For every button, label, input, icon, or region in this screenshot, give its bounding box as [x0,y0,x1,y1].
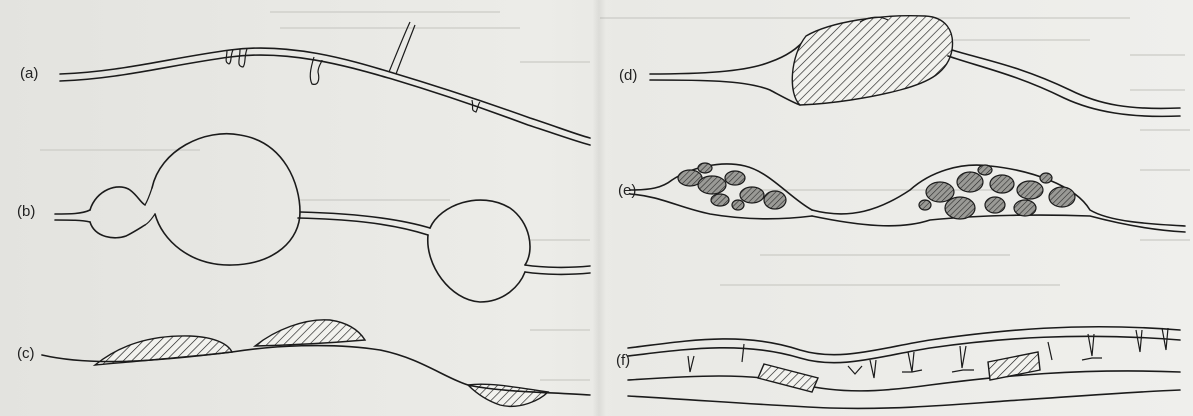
granule-cluster-right [919,165,1075,219]
panel-b-fiber [55,134,590,302]
panel-e-fiber [630,163,1185,232]
panel-c-fiber [42,320,590,407]
granule-cluster-left [678,163,786,210]
panel-a-fiber [60,22,590,145]
panel-d-fiber [650,16,1180,117]
panel-f-fiber [628,327,1180,409]
